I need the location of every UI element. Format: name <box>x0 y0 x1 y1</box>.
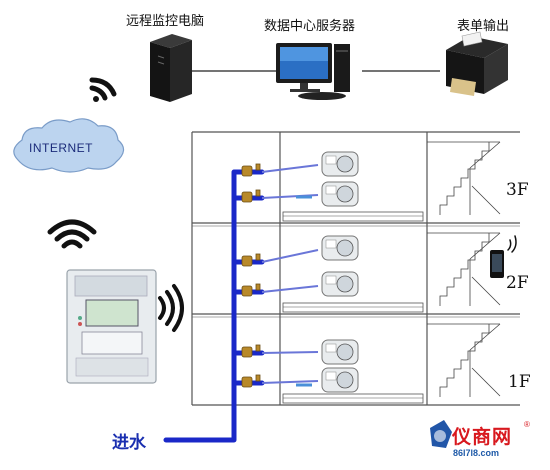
branch-pipes <box>261 164 319 387</box>
server-computer-icon <box>276 43 350 100</box>
water-meter-icon <box>321 181 359 207</box>
printer-icon <box>446 31 508 96</box>
internet-label: INTERNET <box>29 141 93 155</box>
water-meter-icon <box>321 339 359 365</box>
wifi-signal-icon <box>158 284 184 332</box>
wifi-signal-icon <box>89 77 117 102</box>
floor-label-3f: 3F <box>506 180 529 200</box>
water-inlet-label: 进水 <box>112 433 146 453</box>
logo-mark-icon <box>430 420 452 448</box>
phone-signal-icon <box>507 235 517 253</box>
internet-cloud-icon <box>13 118 125 173</box>
water-meter-icon <box>321 271 359 297</box>
logo-name: 仪商网 <box>452 426 513 448</box>
mobile-phone-icon <box>490 250 504 278</box>
valve-icon <box>241 163 261 388</box>
staircase-3f <box>427 141 501 215</box>
water-meter-icon <box>321 235 359 261</box>
tower-pc-icon <box>150 34 192 102</box>
data-server-label: 数据中心服务器 <box>264 19 356 34</box>
report-output-label: 表单输出 <box>457 19 510 34</box>
water-meter-icon <box>321 367 359 393</box>
floor-label-1f: 1F <box>508 372 531 392</box>
floor-label-2f: 2F <box>506 273 529 293</box>
staircase-1f <box>427 323 501 397</box>
logo-registered-mark: ® <box>524 420 530 429</box>
building-structure <box>191 131 520 406</box>
logo-url: 86l7l8.com <box>453 448 500 458</box>
remote-pc-label: 远程监控电脑 <box>126 14 205 29</box>
wifi-signal-icon <box>47 219 97 249</box>
water-meter-icon <box>321 151 359 177</box>
concentrator-meter-icon <box>66 269 157 384</box>
staircase-2f <box>427 232 501 306</box>
